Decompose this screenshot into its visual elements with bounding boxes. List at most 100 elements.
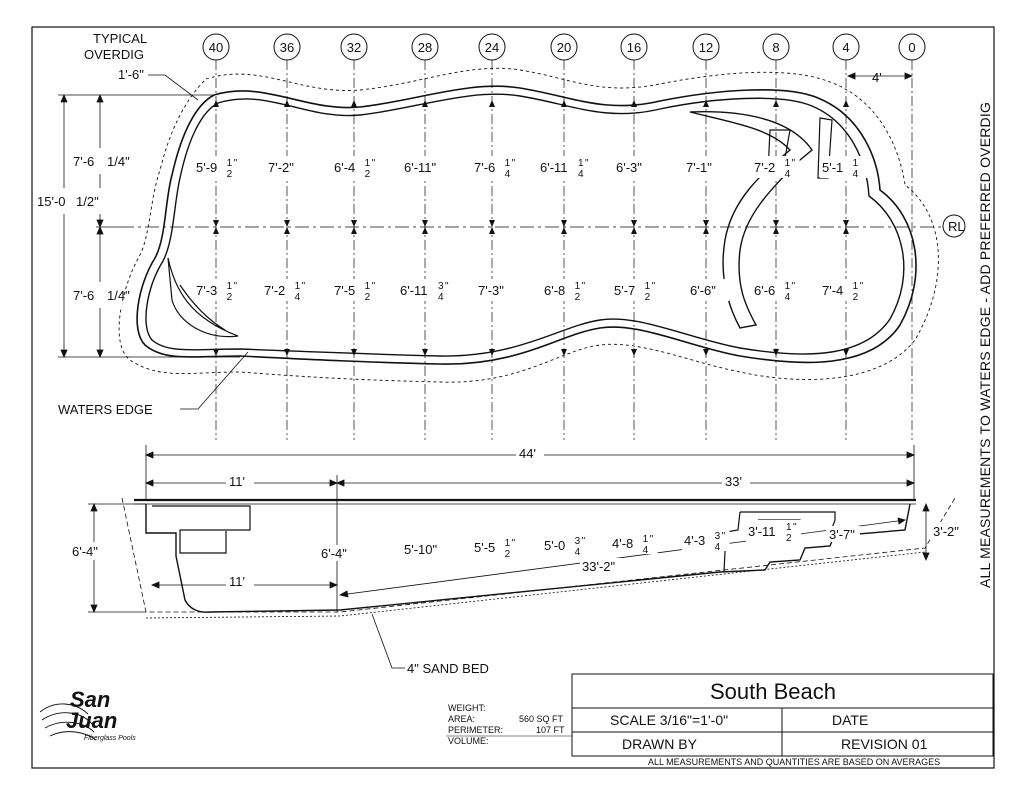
measure-whole: 7'-1" — [686, 160, 712, 175]
fraction-denominator: 4 — [505, 169, 511, 180]
station-28: 28 — [411, 33, 439, 440]
svg-text:11': 11' — [229, 474, 245, 489]
plan-bottom-measure: 7'-2 14" — [262, 279, 310, 303]
measure-whole: 5'-5 — [474, 540, 495, 555]
overdig-dim-label: 1'-6" — [118, 67, 144, 82]
measure-whole: 7'-6 — [474, 160, 495, 175]
sand-bed — [145, 551, 926, 619]
perimeter-label: PERIMETER: — [448, 725, 503, 735]
pool-name: South Beach — [710, 679, 836, 704]
measure-whole: 6'-11 — [540, 160, 568, 175]
station-32: 32 — [340, 33, 368, 440]
inch-mark: " — [372, 158, 376, 169]
overall-width-dim: 15'-0 1/2" — [36, 188, 102, 214]
step-depth-dim: 3'-7" — [826, 526, 860, 542]
inch-mark: " — [793, 522, 797, 533]
shallow-end-depth-dim: 3'-2" — [930, 522, 970, 540]
svg-text:7'-6: 7'-6 — [73, 288, 94, 303]
measure-whole: 7'-2 — [264, 283, 285, 298]
svg-text:San: San — [70, 687, 110, 712]
station-label: 12 — [699, 40, 713, 55]
measure-whole: 7'-4 — [822, 283, 843, 298]
station-0: 0 — [898, 33, 926, 440]
fraction-numerator: 1 — [295, 281, 301, 292]
fraction-numerator: 1 — [575, 281, 581, 292]
scale-label: SCALE 3/16"=1'-0" — [610, 712, 728, 728]
inch-mark: " — [234, 158, 238, 169]
plan-bottom-measure: 7'-3" — [476, 279, 517, 301]
inch-mark: " — [585, 158, 589, 169]
offset-dim-label: 4' — [872, 70, 882, 85]
fraction-numerator: 1 — [786, 522, 792, 533]
station-label: 32 — [347, 40, 361, 55]
measure-whole: 6'-6" — [690, 283, 716, 298]
overdig-outline — [118, 67, 939, 383]
fraction-numerator: 1 — [853, 281, 859, 292]
measure-whole: 4'-3 — [684, 533, 705, 548]
inch-mark: " — [302, 281, 306, 292]
fraction-denominator: 4 — [853, 169, 859, 180]
station-label: 20 — [557, 40, 571, 55]
fraction-denominator: 2 — [786, 533, 792, 544]
fraction-numerator: 1 — [645, 281, 651, 292]
plan-view — [118, 67, 939, 383]
measure-whole: 7'-2 — [754, 160, 775, 175]
sand-bed-leader — [371, 613, 405, 669]
volume-label: VOLUME: — [448, 736, 489, 746]
fraction-denominator: 4 — [785, 169, 791, 180]
station-label: 4 — [842, 40, 849, 55]
shallow-floor-length-dim: 11' — [226, 573, 254, 589]
sand-bed-label: 4" SAND BED — [407, 661, 489, 676]
svg-text:Juan: Juan — [66, 708, 117, 733]
svg-text:1/2": 1/2" — [76, 194, 99, 209]
inch-mark: " — [372, 281, 376, 292]
depth-at-break-dim: 6'-4" — [318, 545, 358, 561]
plan-top-measure: 7'-1" — [684, 156, 725, 178]
fraction-numerator: 1 — [365, 158, 371, 169]
fraction-denominator: 2 — [575, 292, 581, 303]
measure-whole: 7'-2" — [268, 160, 294, 175]
fraction-denominator: 2 — [853, 292, 859, 303]
overdig-label-line1: TYPICAL — [93, 31, 147, 46]
fraction-denominator: 4 — [295, 292, 301, 303]
perimeter-value: 107 FT — [536, 725, 565, 735]
rl-label: RL — [948, 219, 965, 234]
svg-text:3'-2": 3'-2" — [933, 524, 959, 539]
inch-mark: " — [582, 281, 586, 292]
station-label: 40 — [209, 40, 223, 55]
measure-whole: 5'-7 — [614, 283, 635, 298]
san-juan-logo: San Juan Fiberglass Pools — [39, 687, 136, 742]
station-label: 16 — [627, 40, 641, 55]
measure-whole: 6'-11" — [404, 160, 437, 175]
inch-mark: " — [650, 534, 654, 545]
measure-whole: 7'-5 — [334, 283, 355, 298]
measure-whole: 7'-3 — [196, 283, 217, 298]
inch-mark: " — [512, 158, 516, 169]
measure-whole: 6'-4 — [334, 160, 355, 175]
measure-whole: 6'-6 — [754, 283, 775, 298]
measure-whole: 4'-8 — [612, 536, 633, 551]
svg-text:7'-6: 7'-6 — [73, 154, 94, 169]
svg-text:15'-0: 15'-0 — [37, 194, 66, 209]
area-value: 560 SQ FT — [519, 714, 564, 724]
measure-whole: 5'-1 — [822, 160, 843, 175]
weight-label: WEIGHT: — [448, 703, 486, 713]
measure-whole: 5'-0 — [544, 538, 565, 553]
inch-mark: " — [582, 536, 586, 547]
fraction-denominator: 4 — [438, 292, 444, 303]
station-4: 4 — [832, 33, 860, 440]
fraction-numerator: 1 — [505, 538, 511, 549]
plan-top-measure: 6'-3" — [614, 156, 655, 178]
fraction-denominator: 2 — [505, 549, 511, 560]
plan-bottom-measure: 6'-6" — [688, 279, 729, 301]
